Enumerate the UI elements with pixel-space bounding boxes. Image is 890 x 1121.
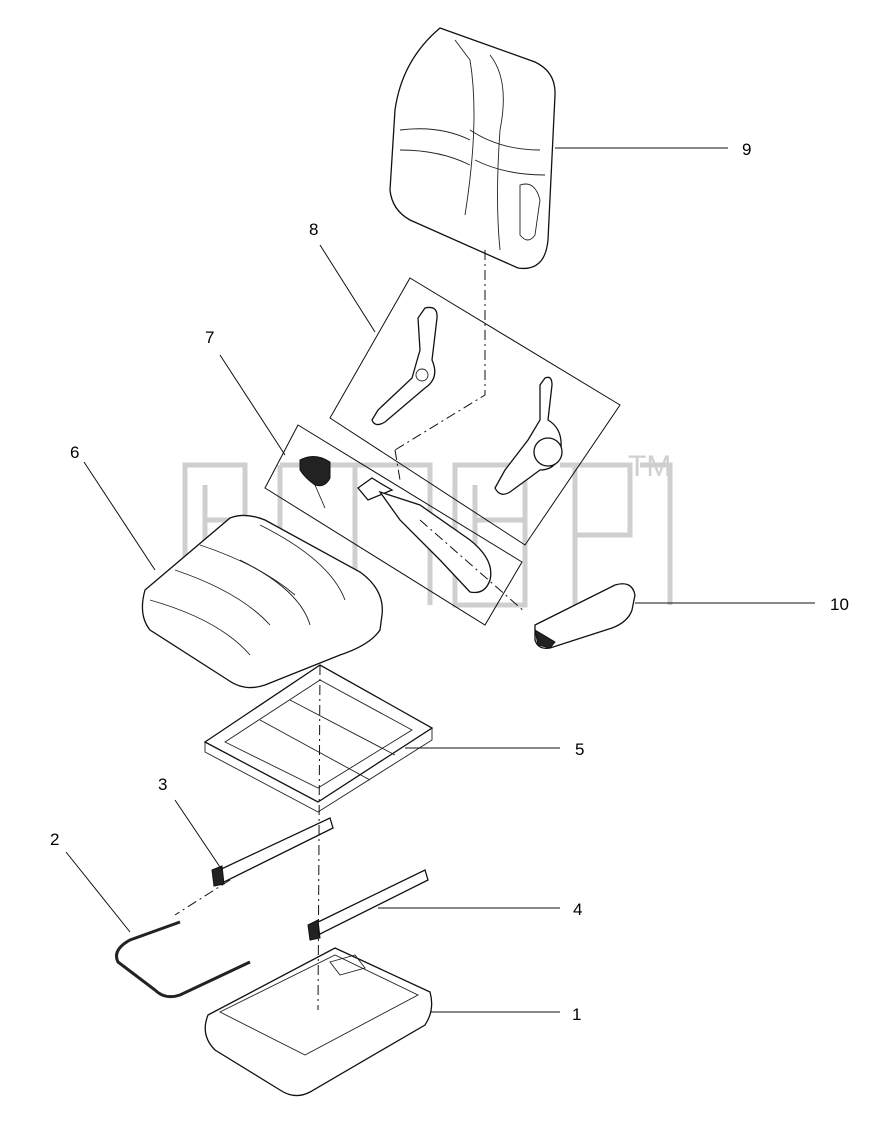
part-8-recliner-hinges (329, 277, 621, 546)
callout-8: 8 (309, 220, 318, 239)
callout-10: 10 (830, 595, 849, 614)
watermark-letter-f (560, 462, 633, 605)
watermark-stem (640, 462, 673, 605)
part-3-slide-rail (211, 817, 334, 887)
part-7-seat-belt (264, 424, 523, 626)
belt-webbing (378, 490, 492, 594)
leader-3 (174, 799, 223, 871)
callout-4: 4 (573, 900, 582, 919)
part-1-suspension-base (204, 947, 433, 1097)
part-6-seat-cushion (141, 514, 383, 689)
callout-1: 1 (572, 1005, 581, 1024)
leader-7 (219, 354, 286, 456)
left-hinge (371, 306, 438, 426)
belt-tongue (357, 477, 394, 501)
watermark-tm: TM (628, 450, 671, 483)
part-2-handle-bar (115, 920, 251, 999)
part-5-seat-frame (203, 664, 434, 813)
part-9-backrest (389, 27, 556, 270)
right-hinge (494, 376, 562, 495)
callout-6: 6 (70, 443, 79, 462)
belt-buckle (299, 456, 331, 487)
callout-3: 3 (158, 775, 167, 794)
part-7-group-box (264, 424, 523, 626)
callout-7: 7 (205, 328, 214, 347)
assembly-axis-lines (174, 250, 526, 1011)
callout-9: 9 (742, 140, 751, 159)
part-8-group-box (329, 277, 621, 546)
callout-2: 2 (50, 830, 59, 849)
callout-5: 5 (575, 740, 584, 759)
leader-8 (319, 244, 376, 333)
callout-labels: 9 8 7 6 10 5 3 2 4 1 (50, 140, 849, 1024)
part-4-slide-rail (307, 869, 429, 941)
leader-6 (83, 461, 156, 571)
part-10-armrest (534, 583, 636, 649)
leader-lines (65, 147, 815, 1013)
leader-2 (65, 851, 131, 933)
